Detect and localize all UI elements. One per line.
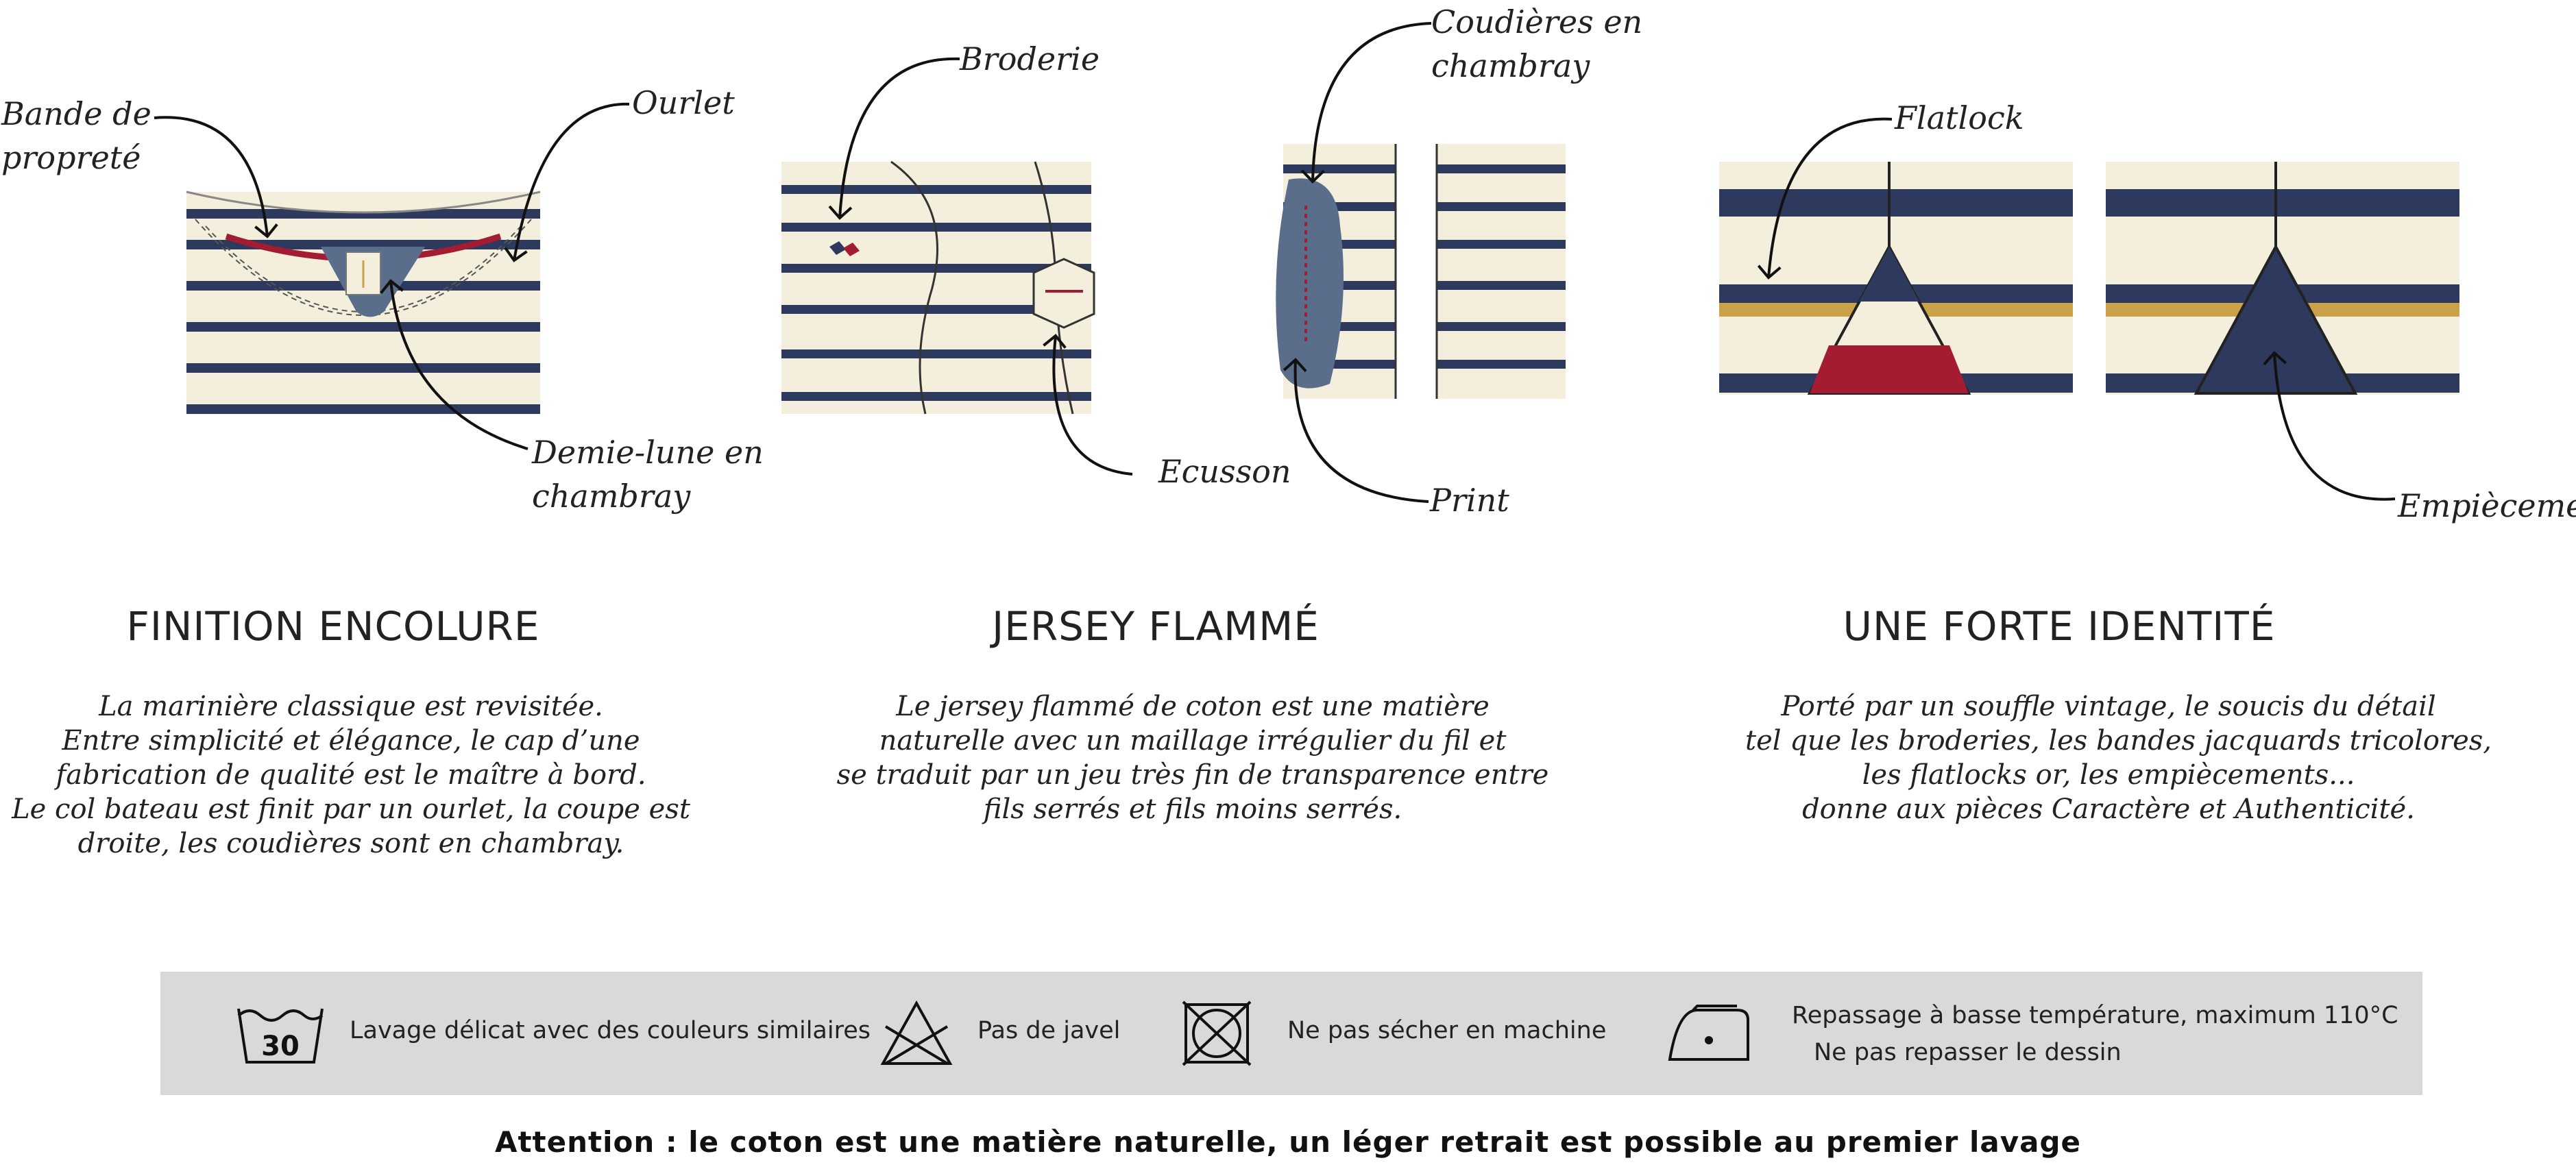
flatlock-illustration-navy bbox=[2106, 162, 2459, 395]
low-iron-icon bbox=[1668, 1005, 1749, 1061]
callout-demie-lune: Demie-lune en chambray bbox=[532, 430, 764, 518]
wash-temp: 30 bbox=[261, 1031, 300, 1062]
callout-print: Print bbox=[1430, 482, 1509, 519]
care-bleach-label: Pas de javel bbox=[977, 1017, 1121, 1044]
section-line: fabrication de qualité est le maître à b… bbox=[56, 759, 646, 791]
care-instructions-bar: 30 Lavage délicat avec des couleurs simi… bbox=[160, 972, 2422, 1095]
callout-bande-de-proprete: Bande de propreté bbox=[1, 92, 151, 180]
section-title-jersey: JERSEY FLAMMÉ bbox=[992, 603, 1320, 650]
section-line: se traduit par un jeu très fin de transp… bbox=[836, 759, 1549, 791]
care-iron-label-2: Ne pas repasser le dessin bbox=[1814, 1039, 2122, 1066]
wash-30-icon: 30 bbox=[237, 1008, 324, 1064]
shrinkage-warning: Attention : le coton est une matière nat… bbox=[494, 1125, 2082, 1159]
callout-text: Coudières en bbox=[1431, 3, 1643, 40]
callout-flatlock: Flatlock bbox=[1895, 99, 2024, 136]
section-line: Entre simplicité et élégance, le cap d’u… bbox=[62, 725, 640, 757]
callout-coudieres: Coudières en chambray bbox=[1431, 0, 1642, 88]
neckline-illustration bbox=[186, 191, 541, 415]
section-line: Porté par un souffle vintage, le soucis … bbox=[1781, 691, 2436, 722]
section-line: les flatlocks or, les empiècements... bbox=[1862, 759, 2355, 791]
section-line: tel que les broderies, les bandes jacqua… bbox=[1745, 725, 2492, 757]
callout-text: Bande de bbox=[1, 95, 151, 132]
section-body-jersey: Le jersey flammé de coton est une matièr… bbox=[829, 689, 1556, 826]
care-iron-label: Repassage à basse température, maximum 1… bbox=[1792, 1002, 2398, 1029]
care-wash-label: Lavage délicat avec des couleurs similai… bbox=[350, 1017, 871, 1044]
callout-arrows bbox=[154, 22, 2396, 503]
section-line: fils serrés et fils moins serrés. bbox=[983, 794, 1402, 825]
section-line: naturelle avec un maillage irrégulier du… bbox=[879, 725, 1507, 757]
section-line: donne aux pièces Caractère et Authentici… bbox=[1802, 794, 2415, 825]
jersey-illustration bbox=[781, 160, 1095, 415]
callout-text: chambray bbox=[1431, 47, 1590, 84]
no-bleach-icon bbox=[880, 1000, 953, 1065]
callout-empiecements: Empiècements bbox=[2398, 487, 2576, 524]
section-body-identite: Porté par un souffle vintage, le soucis … bbox=[1745, 689, 2492, 826]
callout-ecusson: Ecusson bbox=[1158, 453, 1291, 490]
callout-ourlet: Ourlet bbox=[632, 84, 735, 121]
no-tumble-dry-icon bbox=[1182, 1000, 1252, 1066]
section-line: Le jersey flammé de coton est une matièr… bbox=[896, 691, 1490, 722]
section-line: droite, les coudières sont en chambray. bbox=[77, 828, 624, 859]
section-title-identite: UNE FORTE IDENTITÉ bbox=[1843, 603, 2276, 650]
callout-broderie: Broderie bbox=[960, 40, 1100, 77]
elbow-illustration bbox=[1276, 144, 1566, 399]
section-line: La marinière classique est revisitée. bbox=[99, 691, 603, 722]
product-illustrations bbox=[154, 22, 2459, 503]
care-dry-label: Ne pas sécher en machine bbox=[1287, 1017, 1607, 1044]
callout-text: Demie-lune en bbox=[532, 434, 764, 471]
section-body-finition: La marinière classique est revisitée. En… bbox=[0, 689, 714, 861]
section-title-finition: FINITION ENCOLURE bbox=[126, 603, 540, 650]
callout-text: chambray bbox=[532, 478, 691, 515]
section-line: Le col bateau est finit par un ourlet, l… bbox=[12, 794, 690, 825]
callout-text: propreté bbox=[1, 139, 141, 176]
flatlock-illustration-tricolor bbox=[1719, 162, 2073, 395]
